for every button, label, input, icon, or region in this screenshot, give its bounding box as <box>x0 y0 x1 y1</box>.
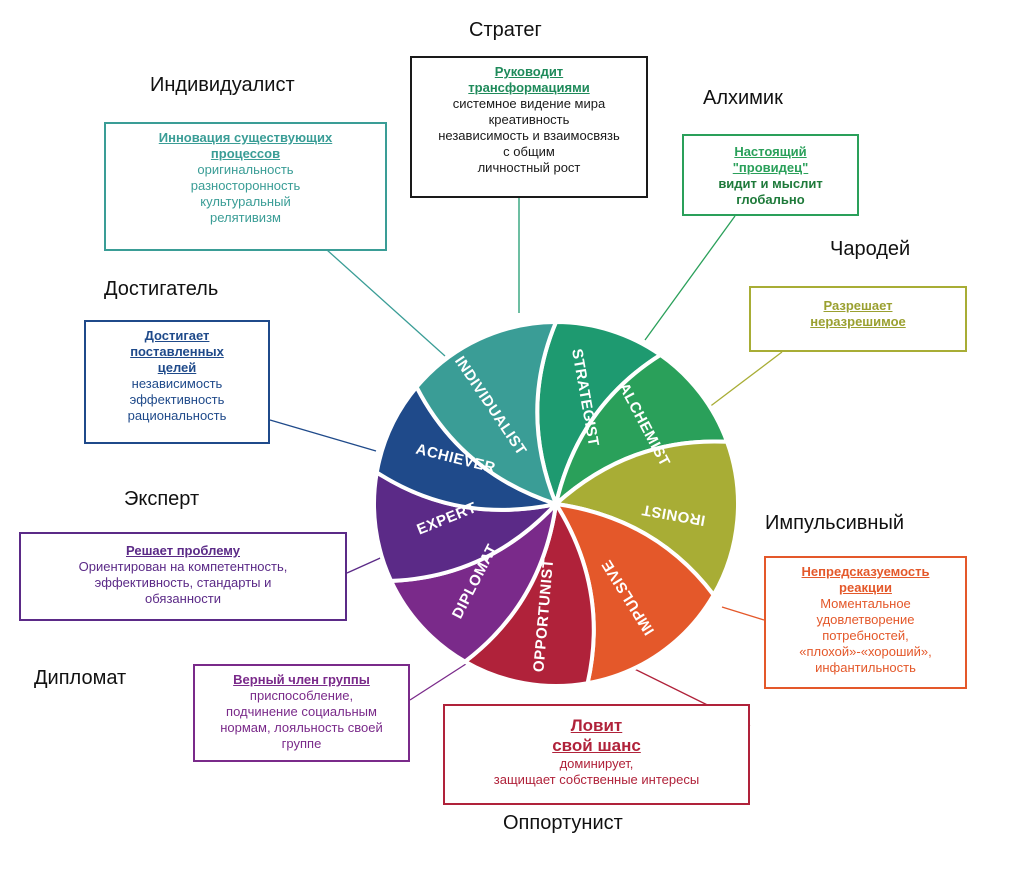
callout-strategist: Руководит трансформациями системное виде… <box>410 56 648 198</box>
callout-alchemist-head-2: "провидец" <box>732 160 809 175</box>
callout-achiever: Достигает поставленных целей независимос… <box>84 320 270 444</box>
wheel-segment-individualist <box>414 319 560 508</box>
callout-ironist: Разрешает неразрешимое <box>749 286 967 352</box>
callout-achiever-head-2: поставленных <box>130 344 224 359</box>
leader-line-individualist <box>326 249 446 357</box>
callout-individualist-head-2: процессов <box>210 146 281 161</box>
callout-impulsive: Непредсказуемость реакции Моментальное у… <box>764 556 967 689</box>
callout-achiever-line: эффективность <box>129 392 225 407</box>
callout-diplomat-line: подчинение социальным <box>226 704 377 719</box>
callout-strategist-line: личностный рост <box>477 160 581 175</box>
callout-diplomat-line: нормам, лояльность своей <box>220 720 383 735</box>
title-diplomat: Дипломат <box>34 667 127 689</box>
callout-alchemist-head-1: Настоящий <box>734 144 807 159</box>
callout-alchemist: Настоящий "провидец" видит и мыслит глоб… <box>682 134 859 216</box>
callout-opportunist: Ловит свой шанс доминирует, защищает соб… <box>443 704 750 805</box>
callout-expert: Решает проблему Ориентирован на компетен… <box>19 532 347 621</box>
callout-diplomat-head: Верный член группы <box>233 672 370 687</box>
leader-line-achiever <box>269 419 377 452</box>
callout-individualist: Инновация существующих процессов оригина… <box>104 122 387 251</box>
callout-expert-line: эффективность, стандарты и <box>94 575 272 590</box>
title-strategist: Стратег <box>469 19 542 41</box>
callout-individualist-line: релятивизм <box>210 210 281 225</box>
callout-impulsive-line: Моментальное <box>820 596 911 611</box>
callout-individualist-head-1: Инновация существующих <box>158 130 333 145</box>
callout-opportunist-head-2: свой шанс <box>552 736 641 755</box>
callout-impulsive-line: потребностей, <box>822 628 909 643</box>
callout-achiever-head-1: Достигает <box>144 328 210 343</box>
callout-impulsive-line: «плохой»-«хороший», <box>799 644 932 659</box>
callout-opportunist-head-1: Ловит <box>570 716 623 735</box>
title-individualist: Индивидуалист <box>150 74 295 96</box>
callout-alchemist-line: видит и мыслит <box>718 176 823 191</box>
callout-impulsive-line: удовлетворение <box>816 612 915 627</box>
title-alchemist: Алхимик <box>703 87 783 109</box>
callout-achiever-line: рациональность <box>127 408 227 423</box>
leader-line-ironist <box>707 351 783 409</box>
callout-diplomat: Верный член группы приспособление, подчи… <box>193 664 410 762</box>
leader-line-impulsive <box>721 606 765 621</box>
callout-expert-head: Решает проблему <box>126 543 240 558</box>
callout-impulsive-head-1: Непредсказуемость <box>801 564 930 579</box>
callout-strategist-head-1: Руководит <box>494 64 564 79</box>
callout-strategist-line: независимость и взаимосвязь <box>438 128 620 143</box>
title-opportunist: Оппортунист <box>503 812 623 834</box>
callout-strategist-line: с общим <box>503 144 555 159</box>
callout-expert-line: обязанности <box>145 591 221 606</box>
callout-diplomat-line: группе <box>281 736 322 751</box>
callout-strategist-line: системное видение мира <box>452 96 606 111</box>
callout-opportunist-line: защищает собственные интересы <box>493 772 700 787</box>
title-impulsive: Импульсивный <box>765 512 904 534</box>
callout-strategist-line: креативность <box>488 112 570 127</box>
callout-individualist-line: разносторонность <box>190 178 301 193</box>
callout-alchemist-line: глобально <box>736 192 805 207</box>
callout-achiever-head-3: целей <box>157 360 197 375</box>
callout-achiever-line: независимость <box>131 376 223 391</box>
callout-expert-line: Ориентирован на компетентность, <box>78 559 288 574</box>
callout-strategist-head-2: трансформациями <box>468 80 590 95</box>
callout-diplomat-line: приспособление, <box>249 688 354 703</box>
leader-line-alchemist <box>644 215 736 341</box>
title-ironist: Чародей <box>830 238 911 260</box>
callout-individualist-line: оригинальность <box>197 162 294 177</box>
title-expert: Эксперт <box>124 488 200 510</box>
title-achiever: Достигатель <box>104 278 219 300</box>
callout-impulsive-line: инфантильность <box>815 660 916 675</box>
callout-impulsive-head-2: реакции <box>839 580 892 595</box>
callout-ironist-head-2: неразрешимое <box>810 314 906 329</box>
callout-ironist-head-1: Разрешает <box>823 298 893 313</box>
callout-opportunist-line: доминирует, <box>559 756 634 771</box>
callout-individualist-line: культуральный <box>200 194 291 209</box>
